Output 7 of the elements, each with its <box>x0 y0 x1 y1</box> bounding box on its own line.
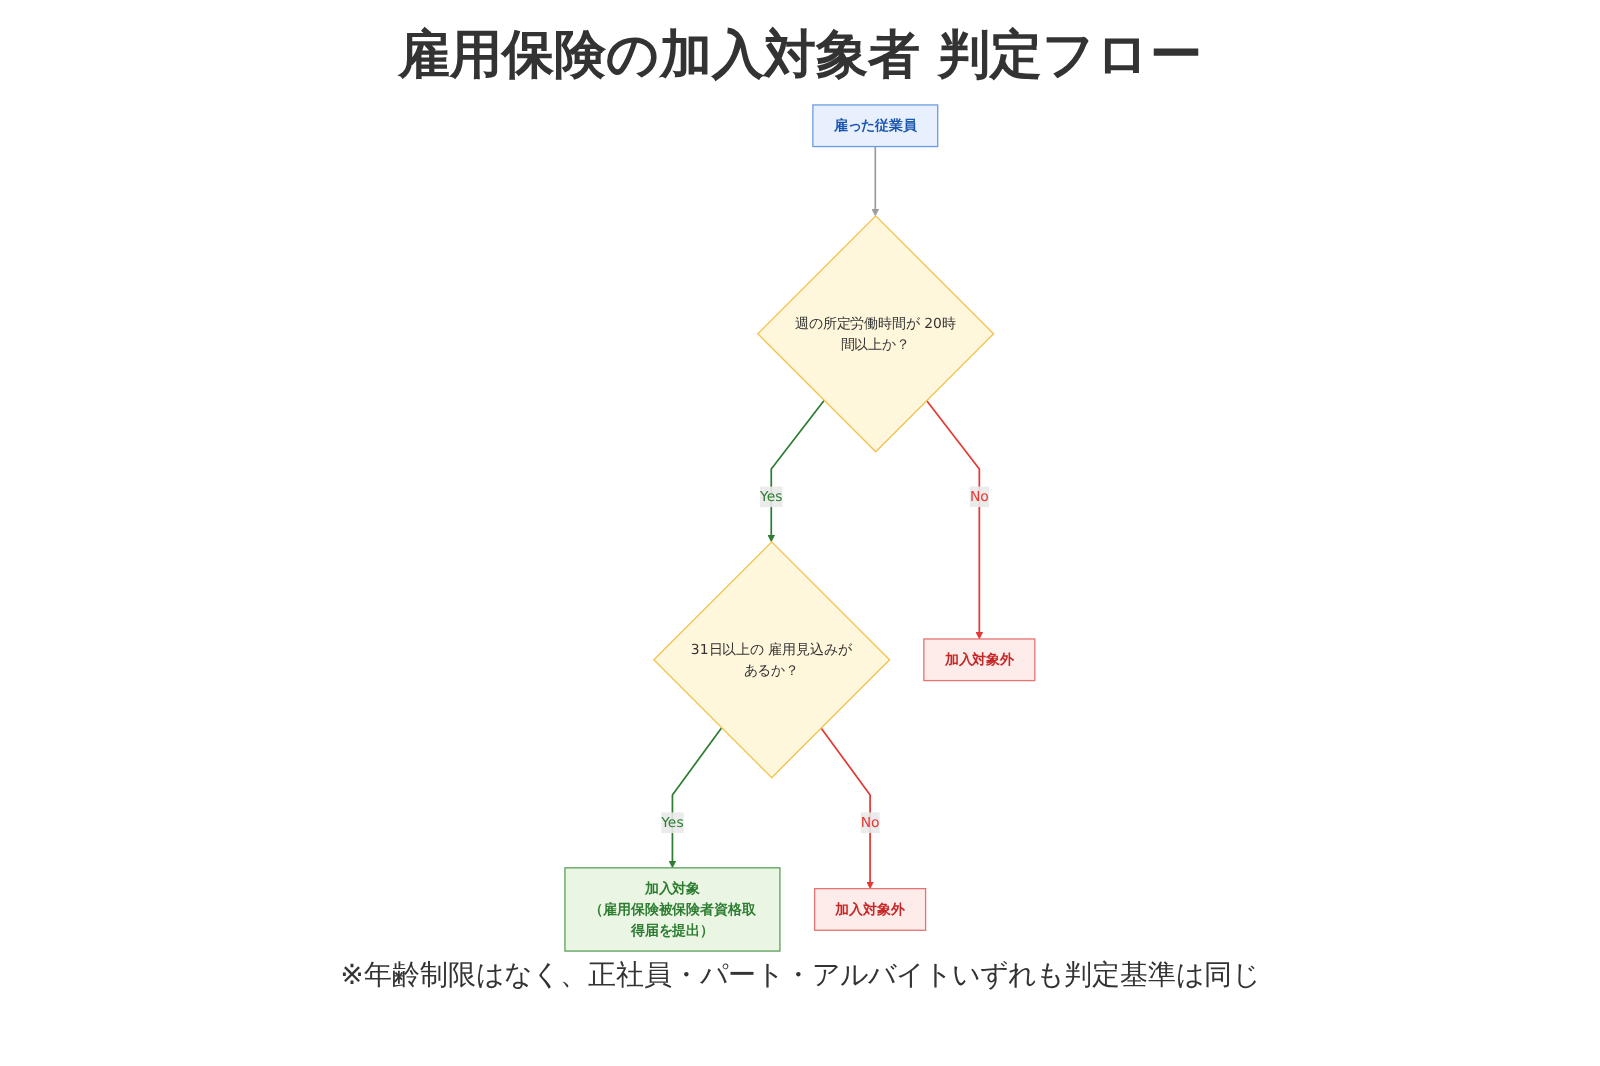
arrow <box>925 399 984 640</box>
footnote: ※年齢制限はなく、正社員・パート・アルバイトいずれも判定基準は同じ <box>338 958 1262 994</box>
arrow <box>871 145 880 217</box>
title: 雇用保険の加入対象者 判定フロー <box>395 24 1205 90</box>
arrow <box>820 727 875 889</box>
arrow <box>767 399 826 543</box>
arrow <box>668 727 723 869</box>
